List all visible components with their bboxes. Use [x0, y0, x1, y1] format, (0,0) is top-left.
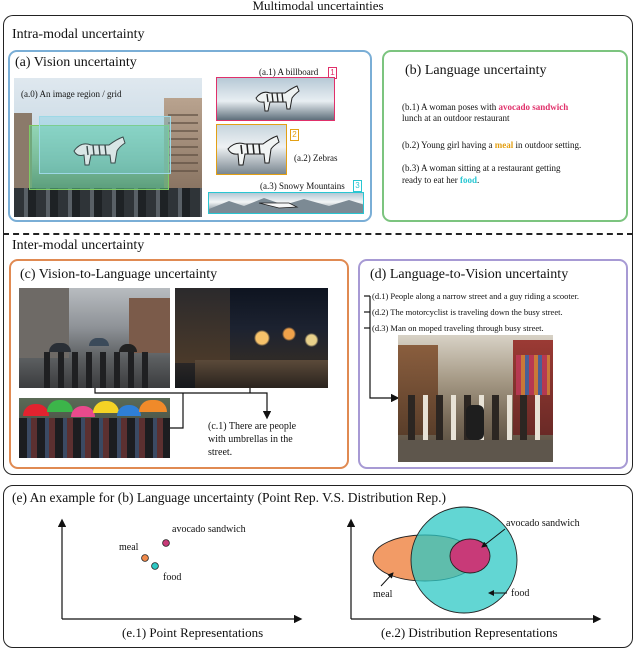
umbrella-pink [71, 406, 95, 417]
crop2-zebras-image [216, 124, 287, 175]
caption-b3-suffix: . [476, 175, 480, 185]
intra-modal-panel [3, 15, 633, 235]
building-right-windows [168, 108, 198, 178]
e1-point-food [151, 562, 159, 570]
e1-point-avocado [162, 539, 170, 547]
image-region-grid [29, 125, 169, 190]
vision-to-language-heading: (c) Vision-to-Language uncertainty [20, 267, 218, 282]
v2l-image-1 [19, 288, 170, 388]
e2-pointer-avocado [481, 528, 506, 548]
v2l-caption-line1: (c.1) There are people [208, 421, 297, 432]
e2-label-food: food [511, 588, 530, 599]
e2-label-avocado: avocado sandwich [506, 518, 580, 529]
caption-d1: (d.1) People along a narrow street and a… [372, 291, 580, 301]
l2v-street-image [398, 335, 553, 462]
v2l-connector-img3 [170, 393, 184, 429]
section-divider [3, 233, 633, 235]
v2l-img1-umbrella-b [89, 338, 109, 346]
language-uncertainty-heading: (b) Language uncertainty [405, 63, 547, 78]
example-panel [3, 485, 633, 648]
caption-d2: (d.2) The motorcyclist is traveling down… [372, 307, 563, 317]
caption-b1-line2: lunch at an outdoor restaurant [402, 113, 510, 123]
caption-b2-suffix: in outdoor setting. [513, 140, 582, 150]
example-heading: (e) An example for (b) Language uncertai… [12, 490, 447, 505]
umbrella-yellow [93, 401, 119, 413]
vision-to-language-box [9, 259, 349, 469]
l2v-connector [369, 296, 400, 403]
umbrella-orange [139, 400, 167, 412]
l2v-road [398, 440, 553, 462]
e1-label-food: food [163, 572, 182, 583]
e2-label-meal: meal [373, 589, 393, 600]
e1-point-meal [141, 554, 149, 562]
caption-d3: (d.3) Man on moped traveling through bus… [372, 323, 544, 333]
e2-dist-avocado [449, 538, 491, 574]
caption-b2-highlight: meal [494, 140, 514, 150]
caption-b2-prefix: (b.2) Young girl having a [402, 140, 495, 150]
v2l-connector [94, 388, 272, 420]
caption-b1: (b.1) A woman poses with avocado sandwic… [402, 102, 568, 113]
crop3-mountains-image [208, 192, 364, 214]
caption-b3-highlight: food [459, 175, 477, 185]
inter-modal-heading: Inter-modal uncertainty [12, 238, 145, 253]
l2v-scooter [466, 405, 484, 440]
zebra-silhouette [73, 136, 126, 166]
v2l-caption-line2: with umbrellas in the [208, 434, 293, 445]
figure-title: Multimodal uncertainties [252, 0, 384, 13]
crop3-number-tag: 3 [353, 180, 362, 192]
crop3-label: (a.3) Snowy Mountains [260, 181, 345, 191]
caption-b2: (b.2) Young girl having a meal in outdoo… [402, 140, 581, 151]
language-to-vision-heading: (d) Language-to-Vision uncertainty [370, 267, 569, 282]
crop1-billboard-image [216, 77, 335, 121]
l2v-goods [516, 355, 550, 395]
intra-modal-heading: Intra-modal uncertainty [12, 27, 145, 42]
zebra-crop1 [255, 85, 300, 112]
vision-uncertainty-box [8, 50, 372, 222]
vision-main-image [14, 78, 202, 217]
e2-caption: (e.2) Distribution Representations [381, 625, 558, 640]
v2l-img1-umbrella-c [119, 344, 137, 352]
v2l-img1-shop [129, 298, 170, 353]
v2l-img1-umbrella-a [49, 343, 71, 352]
umbrella-green [47, 400, 73, 412]
zebra-crop2 [227, 135, 280, 166]
v2l-image-2 [175, 288, 328, 388]
v2l-img2-building-l [175, 288, 230, 363]
caption-b3-prefix: ready to eat her [402, 175, 460, 185]
v2l-img1-people [44, 352, 154, 388]
caption-b1-prefix: (b.1) A woman poses with [402, 102, 499, 112]
e1-label-avocado: avocado sandwich [172, 524, 246, 535]
image-region-label: (a.0) An image region / grid [21, 89, 122, 99]
language-uncertainty-box [382, 50, 628, 222]
building-left [14, 113, 32, 193]
umbrella-red [23, 404, 49, 416]
inter-modal-panel [3, 233, 633, 475]
caption-b1-highlight: avocado sandwich [498, 102, 569, 112]
crop1-label: (a.1) A billboard [259, 67, 319, 77]
crop2-label: (a.2) Zebras [294, 153, 338, 163]
v2l-img3-people [19, 418, 170, 458]
e2-pointer-meal [380, 572, 394, 587]
mountains-crop3 [209, 198, 363, 213]
e1-label-meal: meal [119, 542, 139, 553]
language-to-vision-box [358, 259, 628, 469]
crop2-number-tag: 2 [290, 129, 299, 141]
v2l-img2-street [195, 360, 328, 388]
cars-row [14, 188, 202, 217]
e1-caption: (e.1) Point Representations [122, 625, 264, 640]
umbrella-blue [117, 405, 141, 416]
v2l-img2-lights [235, 318, 325, 358]
caption-b3: (b.3) A woman sitting at a restaurant ge… [402, 163, 561, 173]
v2l-image-3 [19, 398, 170, 458]
v2l-caption-line3: street. [208, 447, 233, 458]
vision-uncertainty-heading: (a) Vision uncertainty [15, 55, 137, 70]
caption-b3-line2: ready to eat her food. [402, 175, 479, 186]
